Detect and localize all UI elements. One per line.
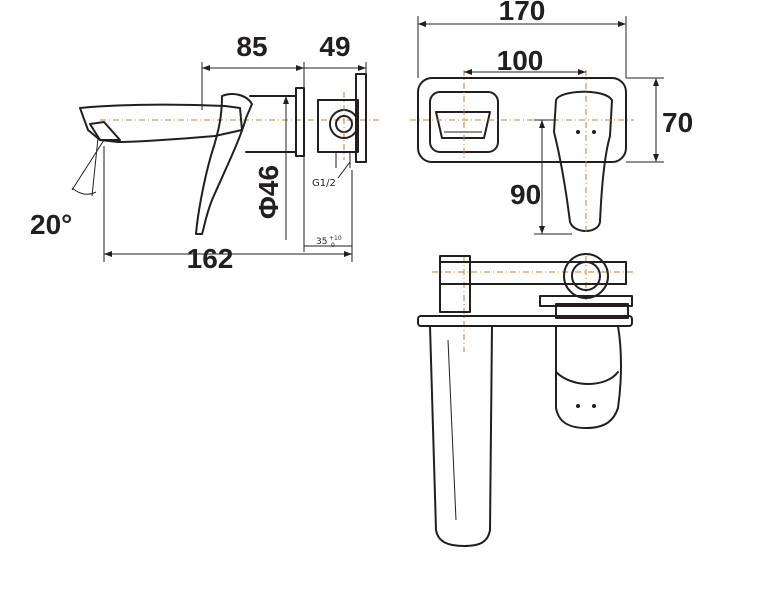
top-lever-dot-right (592, 404, 596, 408)
top-lever-dot-left (576, 404, 580, 408)
dim-100-arrow-left (464, 69, 472, 75)
top-valve-flange (539, 295, 633, 307)
dim-90-arrow-bottom (539, 226, 545, 234)
angle-ref-line (91, 137, 99, 197)
dim-drop-label: 90 (510, 179, 541, 210)
dim-85-arrow-left (202, 65, 210, 71)
dim-162-arrow-left (104, 251, 112, 257)
top-spout-edge (447, 339, 457, 521)
top-lever-curve (555, 371, 619, 385)
top-spout (429, 325, 493, 547)
mixer-body (245, 95, 297, 153)
top-wall-plate (417, 315, 633, 327)
dim-angle-label: 20° (30, 209, 72, 240)
top-valve-base (555, 303, 629, 319)
dim-100-arrow-right (578, 69, 586, 75)
front-wall-plate (417, 77, 627, 163)
thread-leader (337, 161, 351, 179)
dim-width-label: 170 (499, 0, 546, 26)
front-handle-dot-right (592, 130, 596, 134)
dim-depth-base: 35 (316, 237, 327, 247)
dim-49-arrow-right (358, 65, 366, 71)
aerator (89, 121, 121, 141)
dim-162-arrow-right (344, 251, 352, 257)
front-handle (553, 90, 613, 232)
dim-centers-label: 100 (497, 45, 544, 76)
top-valve-ring-inner (571, 261, 601, 291)
thread-label: G1/2 (312, 178, 336, 189)
wall-plate (295, 87, 305, 157)
dim-70-arrow-top (653, 78, 659, 86)
front-handle-dot-left (576, 130, 580, 134)
dim-depth-tol-upper: +10 (329, 235, 342, 242)
front-aerator (435, 111, 491, 139)
dim-90-arrow-top (539, 120, 545, 128)
top-view (417, 253, 636, 547)
side-view: 85 49 162 Φ46 20° G1/2 35 +10 0 (30, 31, 380, 274)
valve-mount (355, 73, 367, 163)
front-view: 170 100 70 90 (410, 0, 693, 235)
dim-46-arrow-top (283, 96, 289, 104)
dim-170-arrow-right (618, 21, 626, 27)
angle-spray-line (71, 139, 105, 191)
dim-total-label: 162 (187, 243, 234, 274)
top-valve-left-cap (439, 255, 471, 313)
dim-diameter-label: Φ46 (253, 165, 284, 219)
spout (79, 103, 243, 143)
dim-depth-tol-lower: 0 (331, 242, 335, 249)
lever-handle (195, 93, 253, 235)
top-valve-ring-outer (563, 253, 609, 299)
dim-height-label: 70 (662, 107, 693, 138)
dim-70-arrow-bottom (653, 154, 659, 162)
dim-170-arrow-left (418, 21, 426, 27)
angle-arc (71, 187, 97, 195)
dim-body-label: 49 (319, 31, 350, 62)
dim-85-arrow-right (296, 65, 304, 71)
dim-spout-label: 85 (236, 31, 267, 62)
top-valve-tube (439, 261, 627, 285)
top-lever-handle (555, 325, 622, 429)
